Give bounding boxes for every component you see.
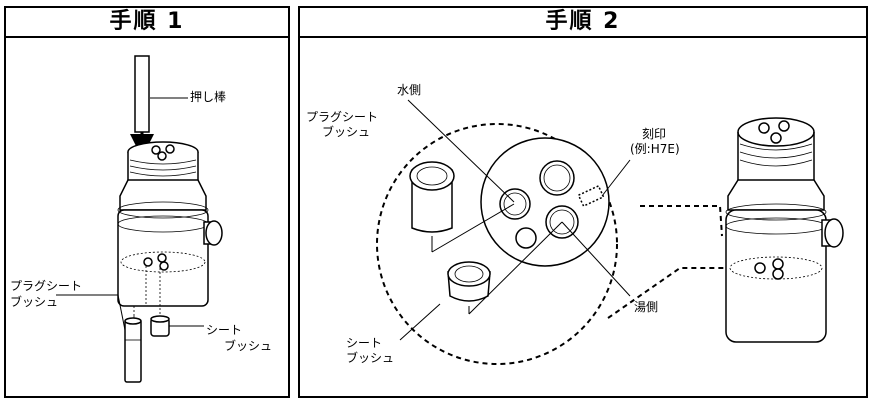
- label-plug-seat-bush-2a: プラグシート: [306, 110, 379, 124]
- zoom-link-top: [640, 205, 723, 237]
- label-seat-bush-1a: シート: [206, 323, 243, 337]
- zoom-link-bottom: [607, 267, 740, 319]
- label-stamp-1: 刻印: [642, 127, 667, 141]
- label-seat-bush-2b: ブッシュ: [346, 351, 395, 365]
- plug-seat-bush-1: [124, 317, 142, 383]
- label-water-side: 水側: [397, 83, 422, 97]
- magnify-circle: [376, 123, 618, 365]
- label-seat-bush-2a: シート: [346, 336, 383, 350]
- label-hot-side: 湯側: [634, 300, 659, 314]
- leader-lines-2: [399, 99, 631, 341]
- label-plug-seat-bush-1a: プラグシート: [10, 279, 83, 293]
- label-plug-seat-bush-1b: ブッシュ: [10, 295, 59, 309]
- push-rod: [130, 55, 188, 158]
- faucet-body-2: [725, 117, 844, 343]
- faucet-body-1: [117, 141, 223, 307]
- drop-lines-1: [133, 266, 161, 320]
- valve-face: [480, 137, 610, 267]
- label-push-rod: 押し棒: [190, 90, 227, 104]
- label-stamp-2: (例:H7E): [630, 142, 680, 156]
- label-seat-bush-1b: ブッシュ: [224, 339, 273, 353]
- plug-seat-bush-2: [409, 161, 455, 233]
- seat-bush-2: [447, 261, 491, 302]
- label-plug-seat-bush-2b: ブッシュ: [322, 125, 371, 139]
- step2-title: 手順 2: [300, 8, 866, 38]
- step1-title: 手順 1: [6, 8, 288, 38]
- seat-bush-1: [150, 315, 204, 337]
